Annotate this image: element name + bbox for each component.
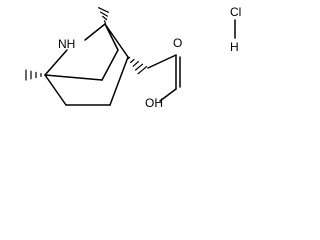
chemical-structure: NH O OH Cl H (25, 5, 241, 110)
hydrogen-label: H (230, 40, 239, 54)
hydroxyl-label: OH (145, 96, 163, 110)
hashed-wedge-left-h (25, 69, 42, 81)
hashed-wedge-carboxyl (127, 56, 148, 75)
chlorine-label: Cl (230, 5, 241, 19)
acid-oxygen-label: O (173, 36, 182, 50)
carbon-skeleton (44, 23, 129, 106)
amine-label: NH (58, 37, 75, 51)
carboxylic-acid-group (147, 54, 181, 102)
hashed-wedge-top-h (97, 7, 110, 24)
